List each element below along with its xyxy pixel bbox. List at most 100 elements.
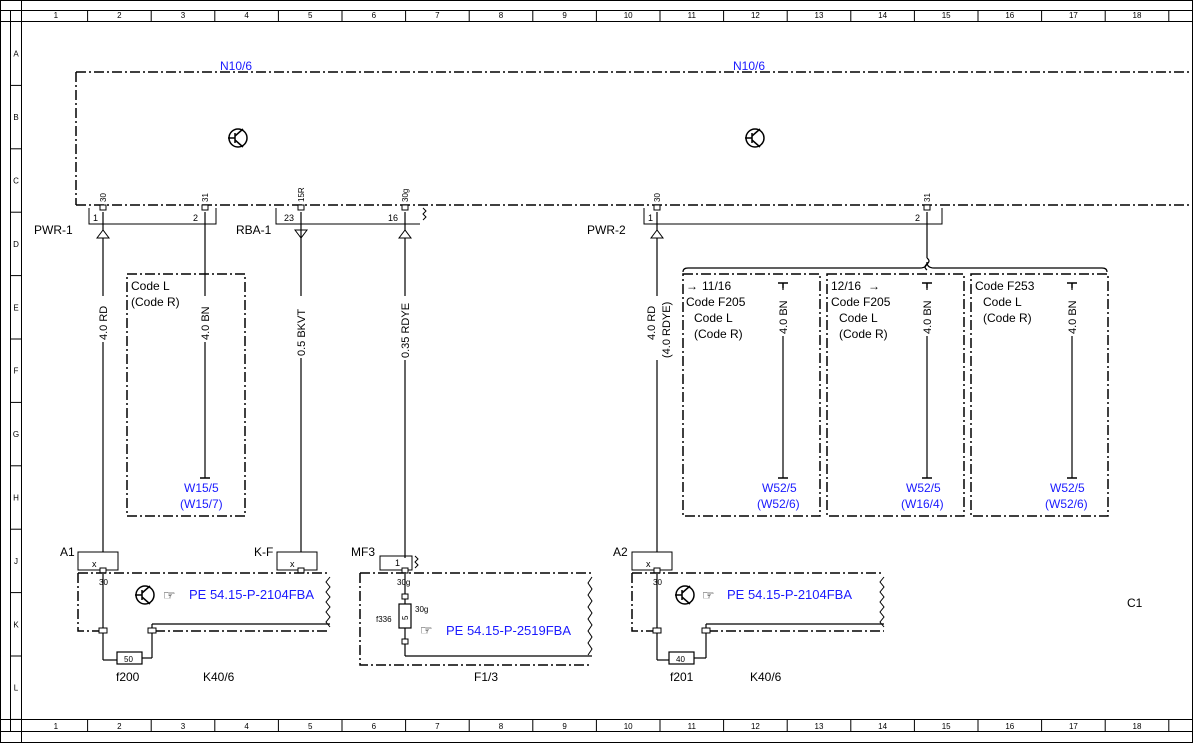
contact-up-icon bbox=[398, 229, 412, 239]
relay-box bbox=[631, 572, 884, 632]
column-number: 5 bbox=[308, 11, 313, 20]
reference-link[interactable]: PE 54.15-P-2519FBA bbox=[446, 623, 571, 638]
column-ticks: 1122334455667788991010111112121313141415… bbox=[54, 10, 1170, 732]
ground-label: W52/5 bbox=[906, 481, 941, 495]
module-label-right: N10/6 bbox=[733, 59, 765, 73]
column-number: 11 bbox=[688, 722, 697, 731]
component-label: A2 bbox=[613, 545, 628, 559]
connector-a2 bbox=[631, 551, 673, 571]
column-number: 15 bbox=[942, 11, 951, 20]
column-number: 12 bbox=[751, 722, 760, 731]
ground-label: (W52/6) bbox=[757, 497, 800, 511]
code-label: Code F253 bbox=[975, 279, 1035, 293]
ground-label: (W52/6) bbox=[1045, 497, 1088, 511]
pin-label: x bbox=[290, 559, 295, 569]
reference-link[interactable]: PE 54.15-P-2104FBA bbox=[727, 587, 852, 602]
column-number: 12 bbox=[751, 11, 760, 20]
code-box bbox=[682, 273, 821, 517]
row-letter: J bbox=[14, 557, 18, 566]
code-ref: 12/16 bbox=[831, 279, 861, 293]
wire-label: 4.0 BN bbox=[1067, 300, 1079, 334]
column-number: 10 bbox=[624, 722, 633, 731]
column-number: 9 bbox=[562, 11, 567, 20]
column-number: 6 bbox=[372, 722, 377, 731]
fuse-name: f200 bbox=[116, 670, 140, 684]
terminal-label: 30g bbox=[397, 578, 410, 587]
terminal-label: 30g bbox=[415, 605, 428, 614]
connector-rba1-name: RBA-1 bbox=[236, 223, 272, 237]
column-number: 2 bbox=[117, 722, 122, 731]
row-letter: A bbox=[13, 50, 19, 59]
component-label: K40/6 bbox=[203, 670, 235, 684]
column-number: 13 bbox=[815, 722, 824, 731]
transistor-icon bbox=[745, 128, 765, 148]
terminal-label: 30 bbox=[99, 193, 108, 202]
row-letter: G bbox=[13, 430, 19, 439]
column-number: 9 bbox=[562, 722, 567, 731]
code-box bbox=[970, 273, 1109, 517]
column-number: 16 bbox=[1005, 11, 1014, 20]
component-label: F1/3 bbox=[474, 670, 498, 684]
hand-pointer-icon: ☞ bbox=[420, 622, 433, 638]
module-label-left: N10/6 bbox=[220, 59, 252, 73]
row-letter: D bbox=[13, 240, 19, 249]
row-letter: E bbox=[13, 303, 18, 312]
connector-mf3 bbox=[379, 555, 413, 571]
code-ref: 11/16 bbox=[702, 279, 731, 293]
component-label: K40/6 bbox=[750, 670, 782, 684]
column-number: 11 bbox=[688, 11, 697, 20]
terminal-label: 15R bbox=[297, 187, 306, 202]
hand-pointer-icon: ☞ bbox=[163, 587, 176, 603]
code-label: (Code R) bbox=[983, 311, 1032, 325]
column-number: 1 bbox=[54, 11, 59, 20]
row-letter: B bbox=[13, 113, 18, 122]
column-number: 18 bbox=[1133, 722, 1142, 731]
pin-number: 1 bbox=[93, 213, 98, 223]
connector-pwr1-name: PWR-1 bbox=[34, 223, 73, 237]
fuse-name: f336 bbox=[376, 615, 392, 624]
code-label: Code L bbox=[131, 279, 170, 293]
column-number: 14 bbox=[878, 11, 887, 20]
column-number: 16 bbox=[1005, 722, 1014, 731]
row-letter: F bbox=[14, 367, 19, 376]
column-number: 13 bbox=[815, 11, 824, 20]
transistor-icon bbox=[675, 585, 695, 605]
terminal-label: 30 bbox=[653, 193, 662, 202]
fuse-name: f201 bbox=[670, 670, 694, 684]
column-number: 18 bbox=[1133, 11, 1142, 20]
row-letter: H bbox=[13, 494, 19, 503]
component-label: C1 bbox=[1127, 596, 1143, 610]
wire-label: 4.0 BN bbox=[200, 306, 212, 340]
column-number: 7 bbox=[435, 722, 440, 731]
contact-up-icon bbox=[96, 229, 110, 239]
fuse-rating: 5 bbox=[401, 615, 410, 620]
connector-pwr2-name: PWR-2 bbox=[587, 223, 626, 237]
column-number: 7 bbox=[435, 11, 440, 20]
column-number: 3 bbox=[181, 11, 186, 20]
connector-kf bbox=[276, 551, 318, 571]
column-number: 15 bbox=[942, 722, 951, 731]
code-label: Code F205 bbox=[686, 295, 746, 309]
pin-label: x bbox=[646, 559, 651, 569]
wire-label: 4.0 BN bbox=[778, 300, 790, 334]
connector-pwr1-body bbox=[88, 208, 217, 225]
bracket bbox=[682, 261, 1108, 273]
reference-link[interactable]: PE 54.15-P-2104FBA bbox=[189, 587, 314, 602]
row-letter: C bbox=[13, 177, 19, 186]
transistor-icon bbox=[135, 585, 155, 605]
column-number: 10 bbox=[624, 11, 633, 20]
pin-label: 1 bbox=[395, 558, 400, 568]
column-number: 8 bbox=[499, 11, 504, 20]
pin-number: 23 bbox=[284, 213, 294, 223]
column-number: 17 bbox=[1069, 11, 1078, 20]
component-label: MF3 bbox=[351, 545, 375, 559]
wire-label: 4.0 BN bbox=[922, 300, 934, 334]
arrow-right-icon: → bbox=[686, 279, 698, 293]
code-label: (Code R) bbox=[131, 295, 180, 309]
terminal-label: 30 bbox=[99, 578, 108, 587]
ground-label: (W16/4) bbox=[901, 497, 944, 511]
code-box bbox=[126, 273, 246, 517]
column-number: 3 bbox=[181, 722, 186, 731]
column-number: 6 bbox=[372, 11, 377, 20]
